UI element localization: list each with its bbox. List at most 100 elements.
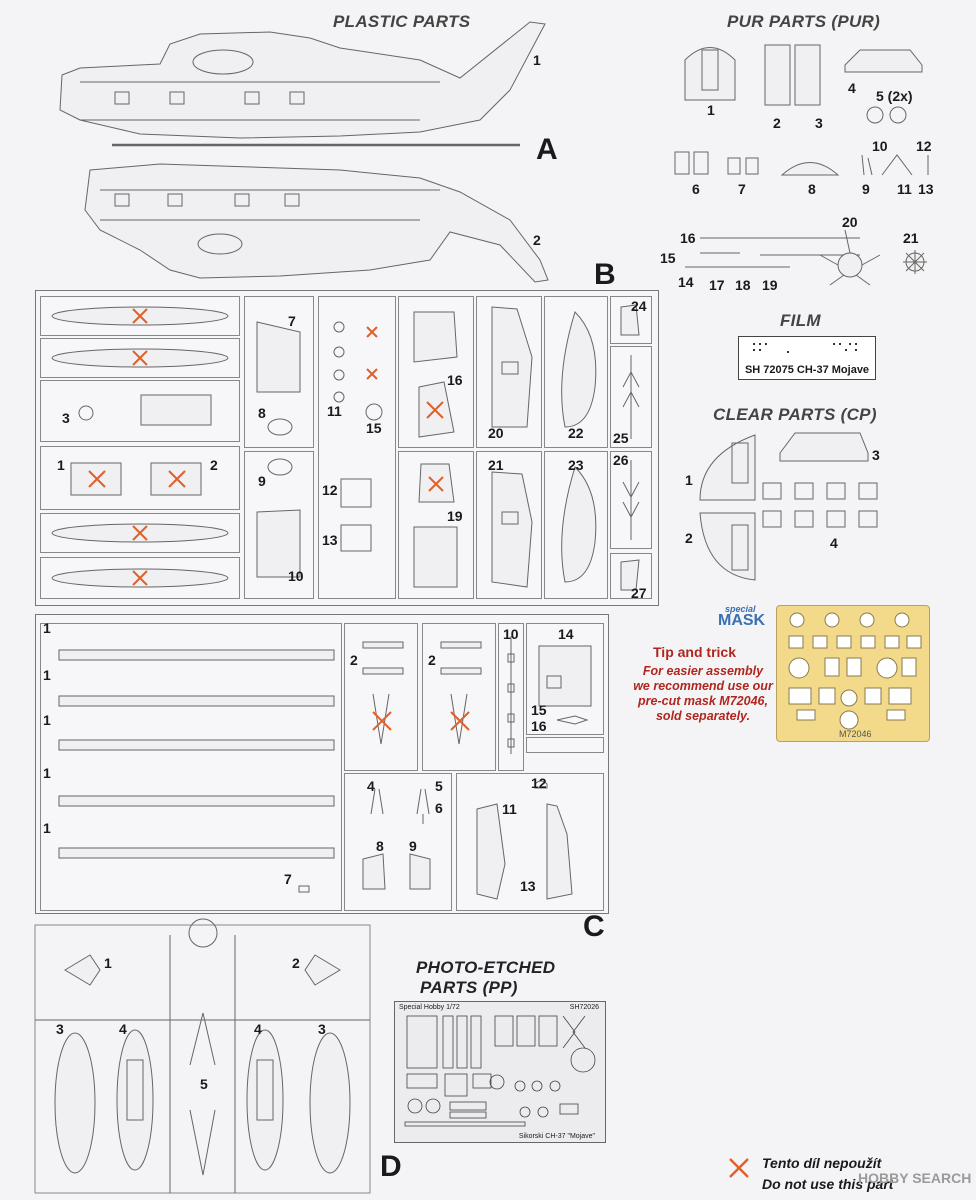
- clear-parts-group: [690, 425, 890, 590]
- sprue-b-cell: [544, 451, 608, 599]
- part-number: 15: [531, 702, 547, 718]
- part-number: 6: [692, 181, 700, 197]
- sprue-b-cell: [40, 513, 240, 553]
- part-number: 6: [435, 800, 443, 816]
- tip-line: sold separately.: [655, 709, 751, 723]
- sprue-b-cell: [40, 446, 240, 510]
- film-sheet: SH 72075 CH-37 Mojave: [738, 336, 876, 380]
- part-number: 1: [707, 102, 715, 118]
- sprue-a: [40, 20, 600, 290]
- part-number: 19: [447, 508, 463, 524]
- tip-title: Tip and trick: [653, 644, 736, 660]
- part-number: 1: [533, 52, 541, 68]
- part-number: 20: [488, 425, 504, 441]
- tip-line: we recommend use our: [633, 679, 773, 693]
- sprue-d-frame: [34, 918, 371, 1194]
- part-number: 1: [104, 955, 112, 971]
- sprue-c-cell: [422, 623, 496, 771]
- sprue-b-cell: [610, 346, 652, 448]
- part-number: 1: [43, 820, 51, 836]
- part-number: 7: [284, 871, 292, 887]
- fuselage-halves-drawing: [59, 21, 549, 283]
- part-number: 9: [258, 473, 266, 489]
- sprue-b-cell: [40, 380, 240, 442]
- pur-parts-heading: PUR PARTS (PUR): [727, 12, 881, 31]
- part-number: 12: [531, 775, 547, 791]
- fret-brand: Special Hobby 1/72: [399, 1004, 460, 1011]
- sprue-b-frame: [35, 290, 659, 606]
- part-number: 21: [903, 230, 919, 246]
- part-number: 13: [520, 878, 536, 894]
- plastic-parts-heading: PLASTIC PARTS: [333, 12, 471, 31]
- sprue-b-cell: [544, 296, 608, 448]
- sprue-letter-c: C: [583, 910, 605, 943]
- part-number: 15: [366, 420, 382, 436]
- part-number: 5: [435, 778, 443, 794]
- part-number: 2: [773, 115, 781, 131]
- sprue-b-cell: [398, 296, 474, 448]
- part-number: 8: [258, 405, 266, 421]
- part-number: 2: [533, 232, 541, 248]
- part-number: 1: [57, 457, 65, 473]
- part-number: 1: [43, 620, 51, 636]
- part-number: 4: [830, 535, 838, 551]
- part-number: 2: [292, 955, 300, 971]
- part-number: 26: [613, 452, 629, 468]
- fret-code: SH72026: [569, 1004, 599, 1011]
- part-number: 4: [367, 778, 375, 794]
- part-number: 1: [43, 667, 51, 683]
- part-number: 22: [568, 425, 584, 441]
- part-number: 24: [631, 298, 647, 314]
- part-number: 8: [808, 181, 816, 197]
- sprue-c-rotor-blades: [40, 623, 342, 911]
- watermark: HOBBY SEARCH: [858, 1170, 972, 1186]
- part-number: 2: [685, 530, 693, 546]
- part-number: 7: [738, 181, 746, 197]
- sprue-letter-d: D: [380, 1150, 402, 1183]
- part-number: 1: [43, 765, 51, 781]
- pur-parts-group: [660, 30, 960, 290]
- sprue-b-cell: [398, 451, 474, 599]
- part-number: 2: [350, 652, 358, 668]
- fret-subject: Sikorski CH-37 "Mojave": [518, 1133, 595, 1140]
- part-number: 10: [872, 138, 888, 154]
- part-number: 4: [119, 1021, 127, 1037]
- sprue-b-cell: [40, 557, 240, 599]
- part-number: 5 (2x): [876, 88, 913, 104]
- part-number: 21: [488, 457, 504, 473]
- sprue-c-cell: [526, 623, 604, 735]
- part-number: 16: [680, 230, 696, 246]
- part-number: 27: [631, 585, 647, 601]
- mask-logo-small: special: [725, 604, 756, 614]
- photo-etched-heading-line: PHOTO-ETCHED: [416, 958, 556, 977]
- part-number: 16: [531, 718, 547, 734]
- mask-sheet: M72046: [776, 605, 930, 742]
- part-number: 4: [254, 1021, 262, 1037]
- part-number: 10: [503, 626, 519, 642]
- part-number: 13: [918, 181, 934, 197]
- film-label: SH 72075 CH-37 Mojave: [744, 364, 870, 376]
- part-number: 16: [447, 372, 463, 388]
- sprue-b-cell: [244, 296, 314, 448]
- part-number: 2: [210, 457, 218, 473]
- part-number: 3: [62, 410, 70, 426]
- legend-english: Do not use this part: [762, 1176, 894, 1192]
- part-number: 15: [660, 250, 676, 266]
- part-number: 3: [56, 1021, 64, 1037]
- sprue-b-cell: [40, 296, 240, 336]
- sprue-b-cell: [40, 338, 240, 378]
- film-heading: FILM: [780, 311, 821, 330]
- photo-etched-heading: PHOTO-ETCHED PARTS (PP): [416, 958, 555, 998]
- part-number: 23: [568, 457, 584, 473]
- sprue-letter-a: A: [536, 133, 558, 166]
- mask-code: M72046: [839, 729, 872, 739]
- part-number: 18: [735, 277, 751, 293]
- photo-etched-fret: Special Hobby 1/72 SH72026 Sikorski CH-3…: [394, 1001, 606, 1143]
- mask-logo: MASK: [718, 612, 766, 629]
- photo-etched-heading-line: PARTS (PP): [420, 978, 518, 997]
- part-number: 4: [848, 80, 856, 96]
- part-number: 12: [916, 138, 932, 154]
- part-number: 11: [327, 403, 342, 419]
- pur-parts-drawing: [674, 44, 929, 286]
- part-number: 13: [322, 532, 338, 548]
